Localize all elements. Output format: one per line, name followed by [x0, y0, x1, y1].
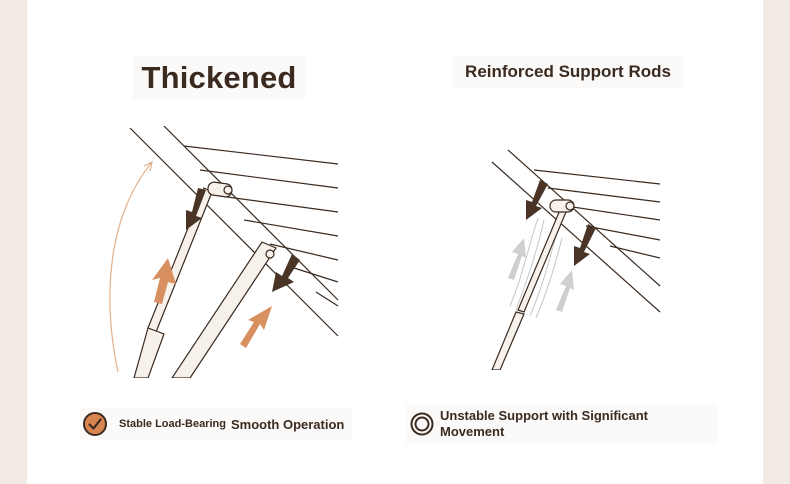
arrow-down-icon — [272, 254, 300, 292]
title-reinforced-support-rods: Reinforced Support Rods — [452, 56, 684, 88]
caption-left: Stable Load-Bearing Smooth Operation — [80, 408, 352, 440]
caption-stable-load-bearing: Stable Load-Bearing — [119, 418, 226, 430]
arrow-down-icon — [186, 188, 206, 230]
title-thickened: Thickened — [133, 56, 305, 100]
arrow-down-icon — [574, 224, 596, 266]
arrow-up-icon — [240, 306, 272, 348]
caption-unstable-support: Unstable Support with Significant Moveme… — [440, 408, 648, 439]
reinforced-rod-illustration — [491, 149, 661, 370]
caption-smooth-operation: Smooth Operation — [230, 416, 345, 432]
caption-right: Unstable Support with Significant Moveme… — [406, 404, 718, 444]
check-circle-icon — [83, 412, 107, 436]
arrow-up-icon — [508, 238, 526, 280]
thickened-rod-illustration — [109, 126, 339, 378]
curved-arc-icon — [109, 161, 153, 373]
arrow-down-icon — [526, 180, 548, 220]
ring-circle-icon — [410, 412, 434, 436]
arrow-up-icon — [152, 258, 176, 304]
arrow-up-icon — [556, 270, 574, 312]
